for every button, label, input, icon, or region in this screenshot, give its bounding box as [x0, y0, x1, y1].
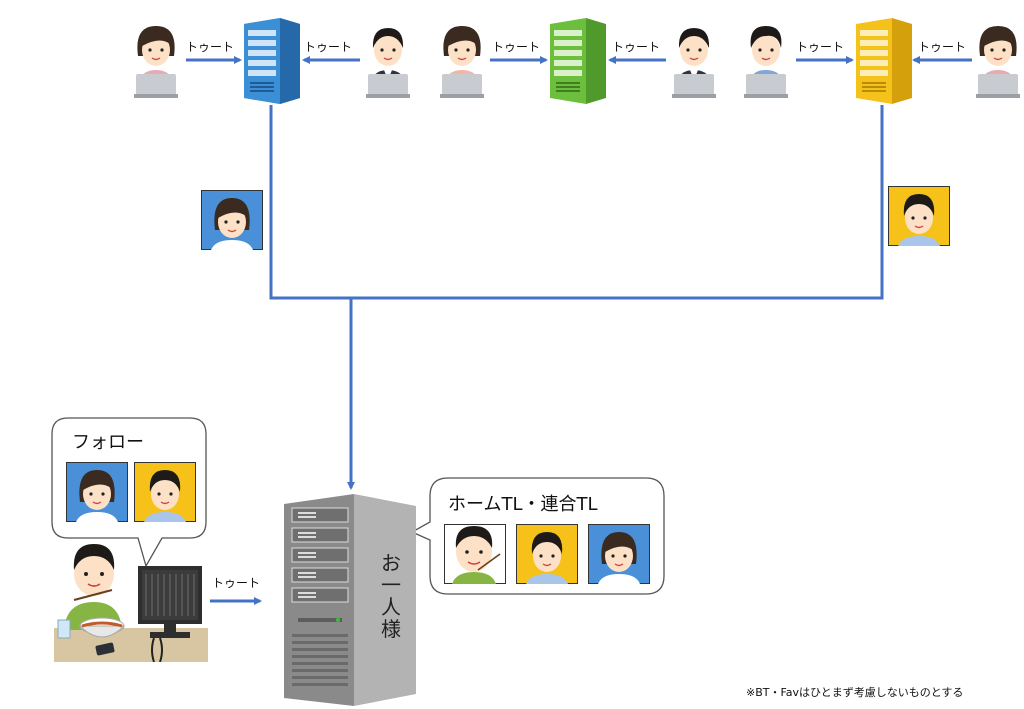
server-name-label: お 一 人 様 — [381, 551, 401, 641]
user-female-laptop-icon — [134, 26, 178, 98]
male-avatar-icon — [888, 186, 950, 246]
user-male-laptop-icon — [672, 28, 716, 98]
user-female-laptop-icon — [976, 26, 1020, 98]
eating-person-avatar-icon — [444, 524, 506, 584]
user-male-laptop-icon — [366, 28, 410, 98]
female-avatar-icon — [588, 524, 650, 584]
follow-label: フォロー — [72, 432, 144, 453]
male-avatar-icon — [516, 524, 578, 584]
toot-label: トゥート — [612, 40, 661, 54]
home-timeline-label: ホームTL・連合TL — [448, 494, 598, 515]
toot-label: トゥート — [212, 576, 261, 590]
toot-label: トゥート — [492, 40, 541, 54]
person-eating-at-desk-icon — [54, 544, 208, 662]
female-avatar-icon — [66, 462, 128, 522]
toot-label: トゥート — [918, 40, 967, 54]
federation-line — [269, 105, 884, 300]
main-server-icon — [284, 494, 416, 706]
toot-label: トゥート — [186, 40, 235, 54]
server-tower-icon — [856, 18, 912, 104]
toot-label: トゥート — [304, 40, 353, 54]
server-tower-icon — [244, 18, 300, 104]
server-tower-icon — [550, 18, 606, 104]
follow-bubble — [51, 417, 207, 568]
user-female-laptop-icon — [440, 26, 484, 98]
toot-label: トゥート — [796, 40, 845, 54]
footnote: ※BT・Favはひとまず考慮しないものとする — [746, 686, 964, 699]
user-male-laptop-icon — [744, 26, 788, 98]
female-avatar-icon — [201, 190, 263, 250]
male-avatar-icon — [134, 462, 196, 522]
